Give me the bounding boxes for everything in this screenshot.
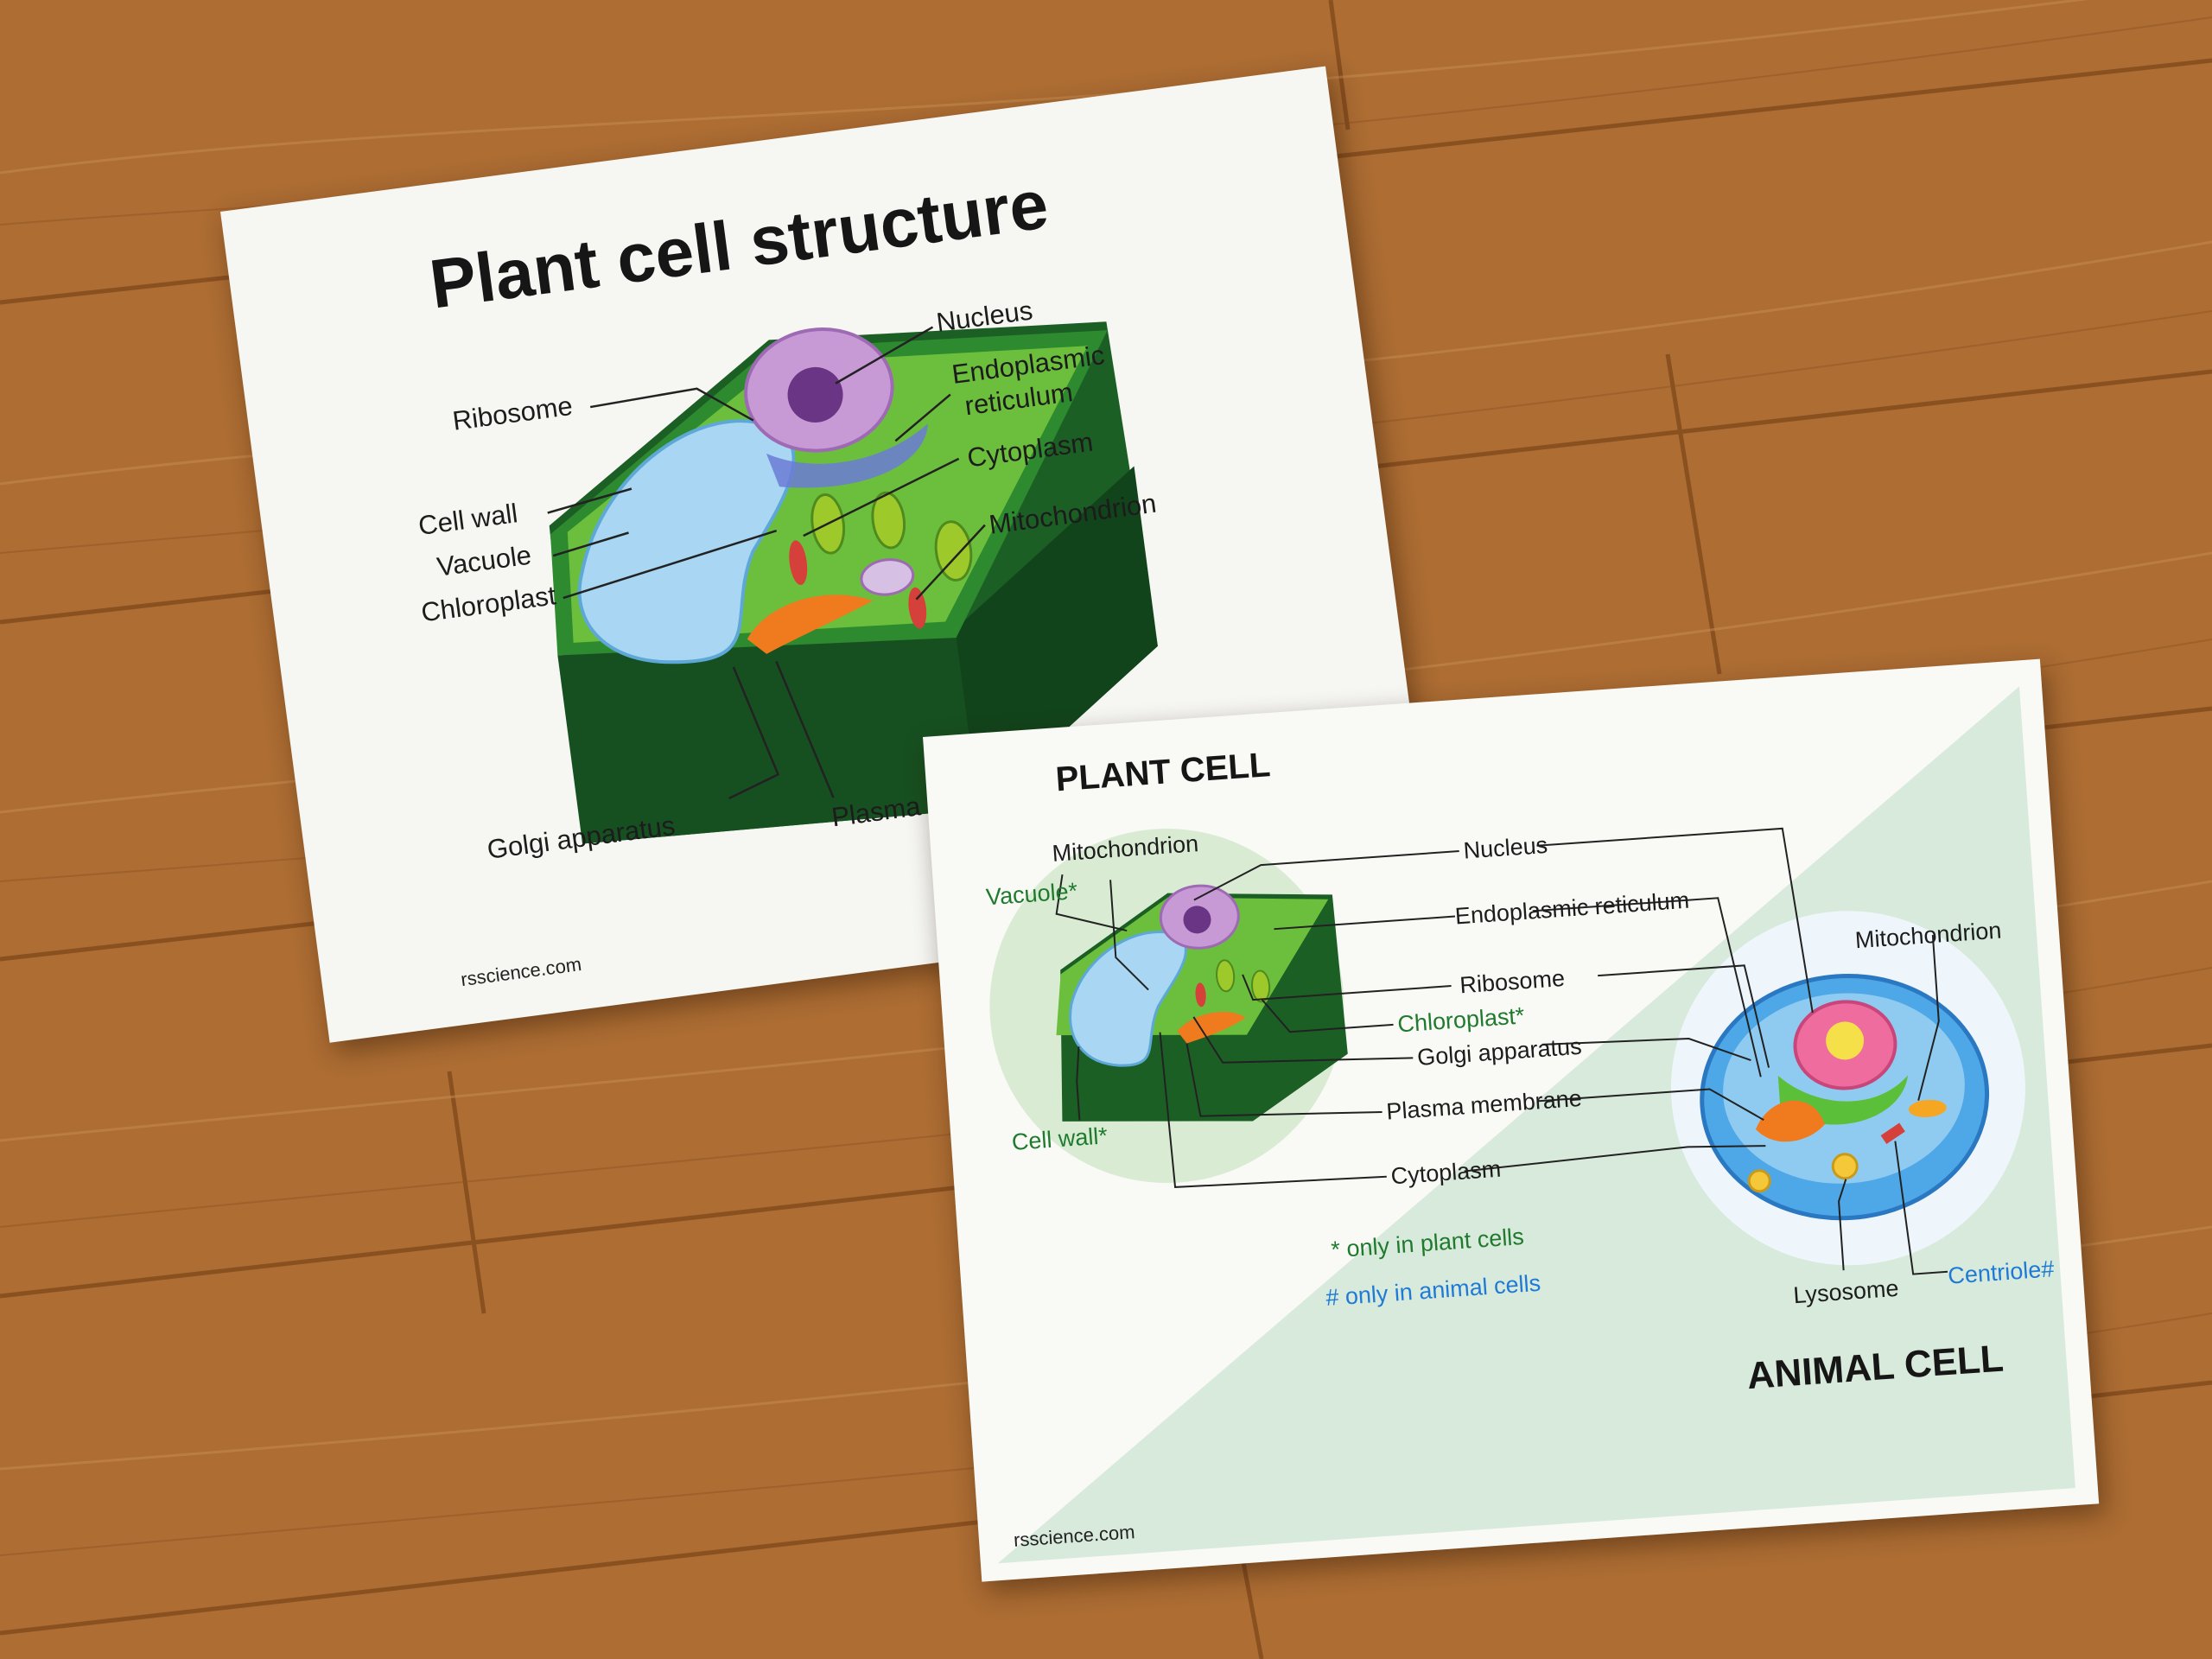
vacuole-shape xyxy=(577,419,796,664)
plant-animal-diagram xyxy=(989,686,2075,1564)
golgi-shape xyxy=(747,594,874,654)
background-triangle xyxy=(997,686,2075,1564)
plant-cell-structure-sheet: Plant cell structure Ribosome Cell wall … xyxy=(220,66,1435,1043)
plant-cell-diagram xyxy=(547,321,1158,844)
plant-vs-animal-cell-sheet: PLANT CELL Mitochondrion Vacuole* Cell w… xyxy=(923,658,2100,1582)
